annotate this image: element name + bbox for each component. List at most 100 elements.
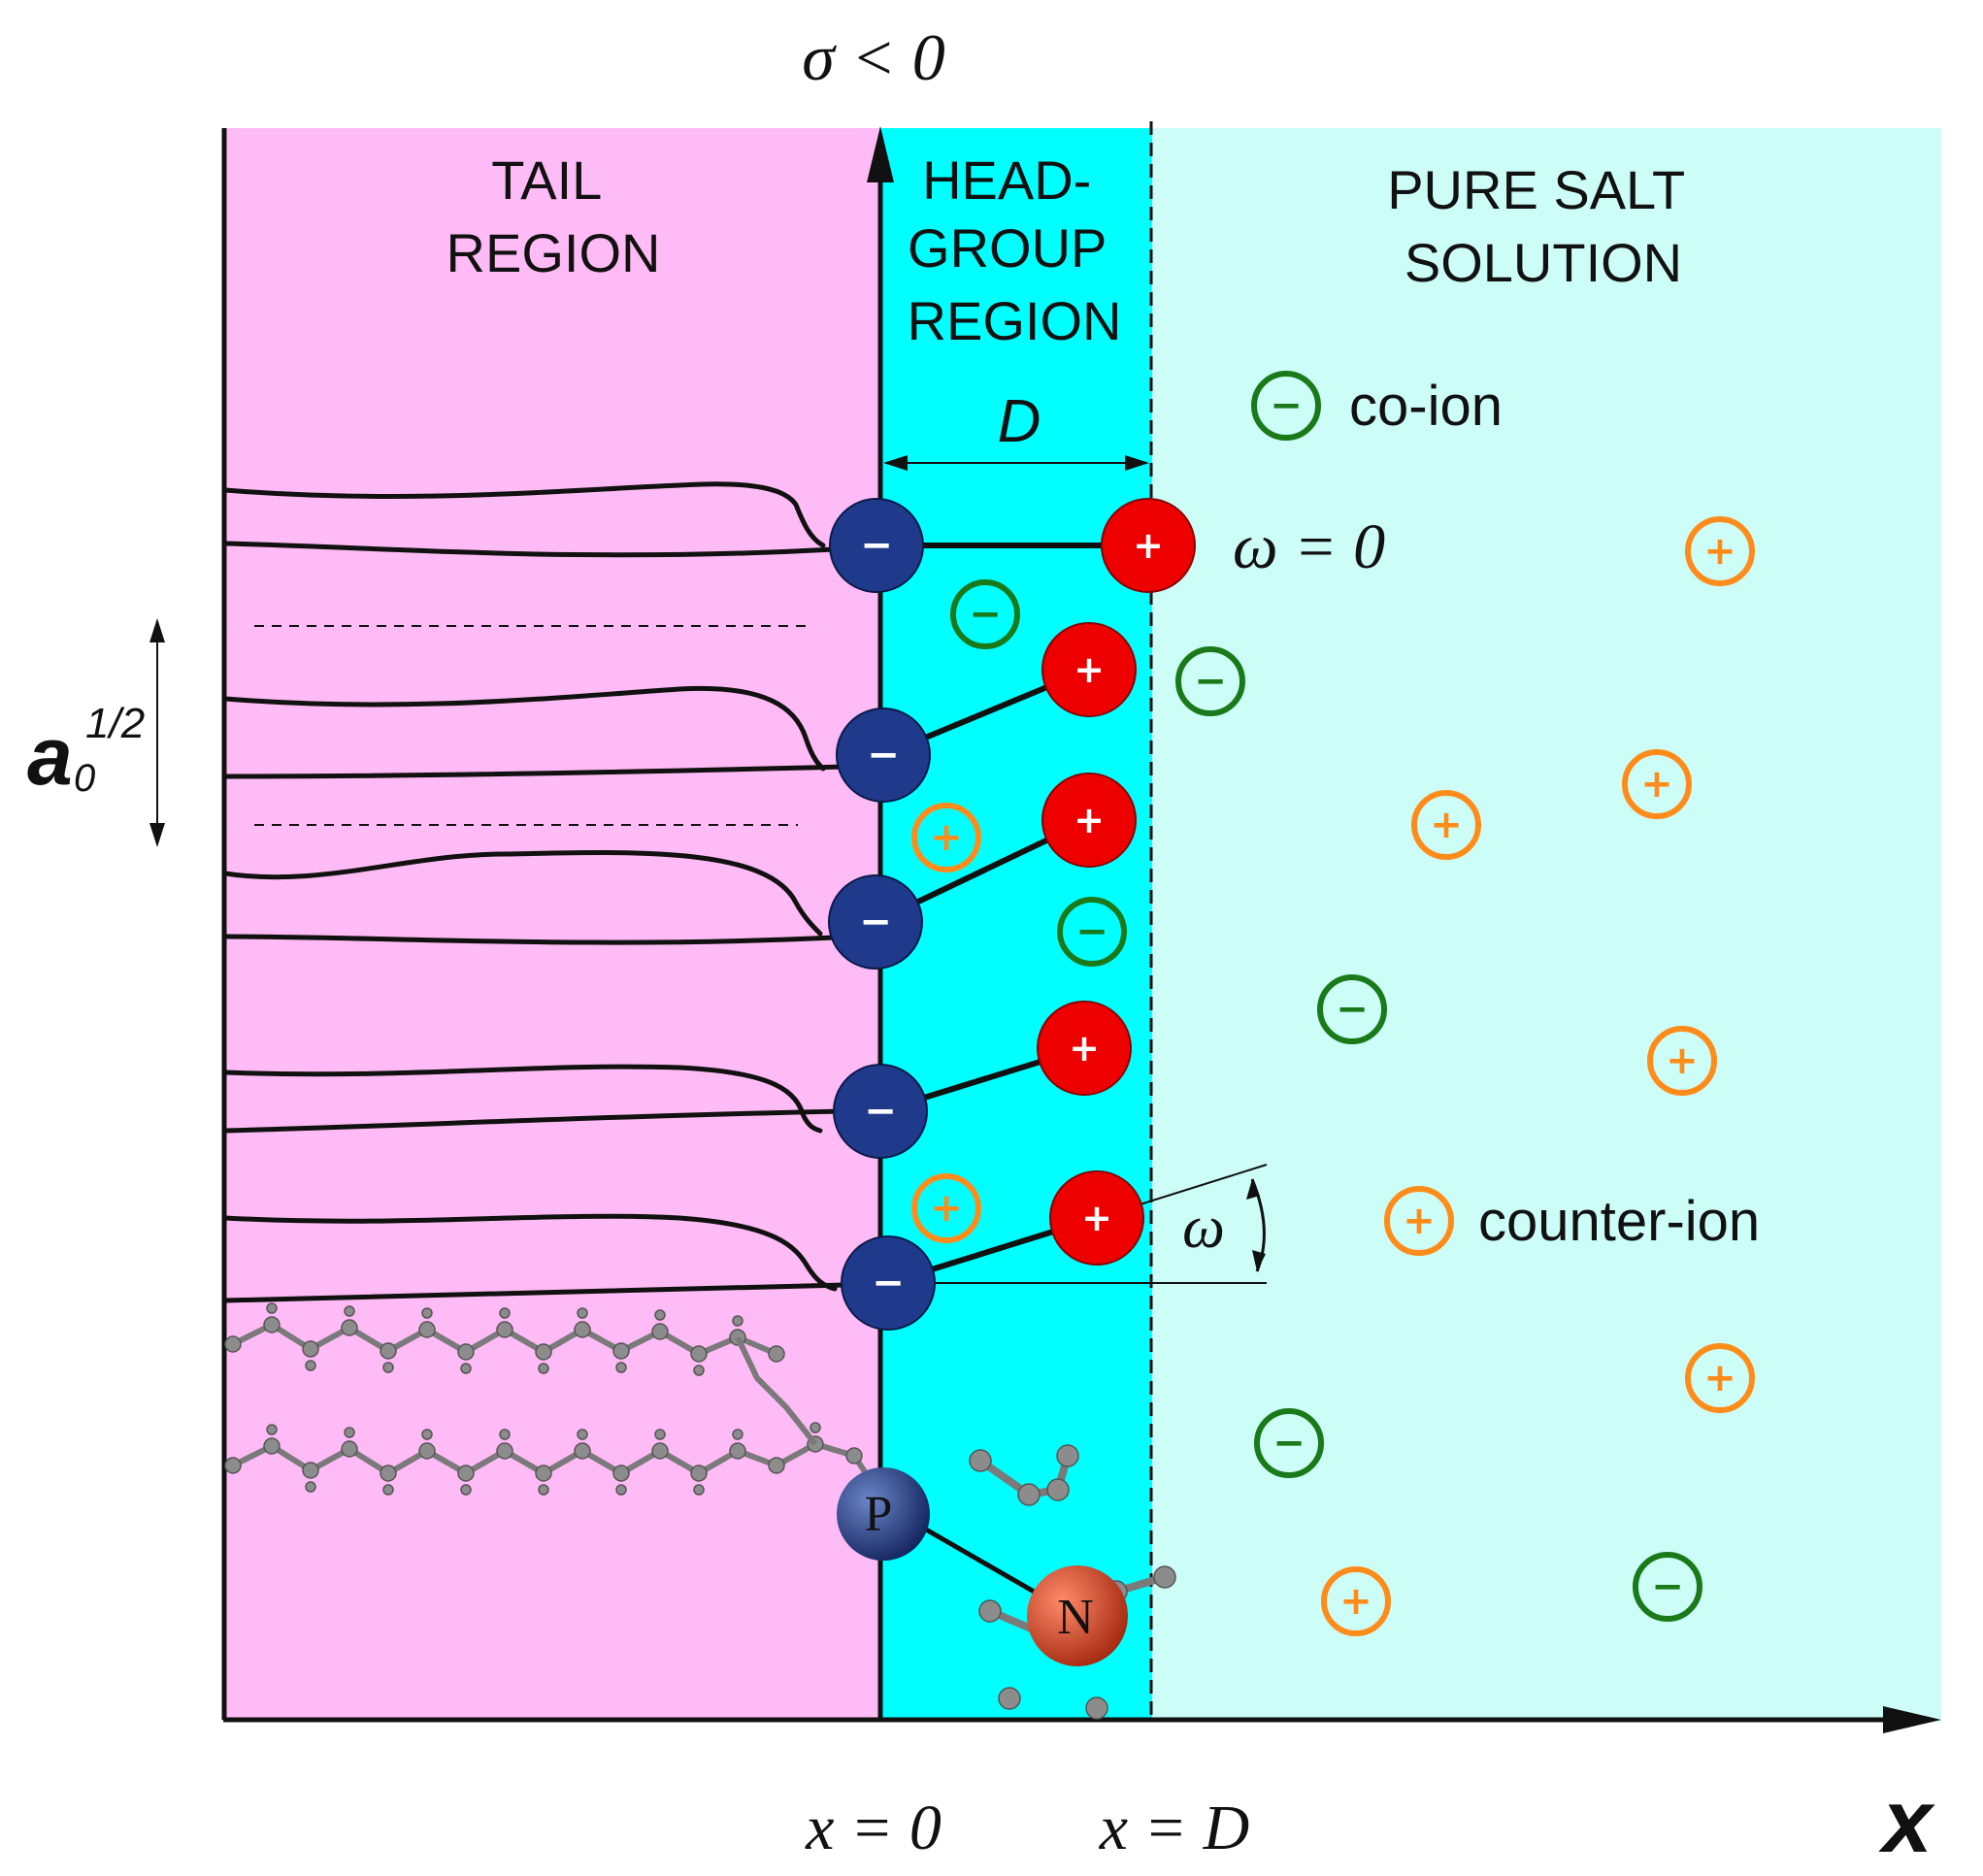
lipid-5-tail-lower xyxy=(222,1282,847,1303)
svg-text:−: − xyxy=(1194,659,1227,704)
tail-region xyxy=(223,128,880,1722)
coion-6: − xyxy=(1633,1552,1702,1622)
svg-text:−: − xyxy=(859,900,892,944)
svg-text:−: − xyxy=(969,592,1002,637)
x-axis-label: x xyxy=(1877,1772,1935,1871)
molecule-chain-2-atoms xyxy=(224,1422,863,1496)
svg-text:+: + xyxy=(1666,1038,1699,1083)
lipid-1-tail-lower xyxy=(222,541,838,558)
svg-text:+: + xyxy=(1339,1579,1372,1624)
svg-text:+: + xyxy=(1403,1199,1436,1243)
phosphorus-atom: P xyxy=(837,1467,930,1561)
counterion-7: + xyxy=(1685,1343,1755,1413)
svg-text:+: + xyxy=(1703,529,1736,574)
molecule-glycerol-link xyxy=(735,1335,818,1446)
lipid-3-tail-lower xyxy=(222,934,838,945)
cation-head-4: + xyxy=(1037,1001,1132,1096)
area-per-lipid-label: a xyxy=(27,710,73,802)
cation-head-2: + xyxy=(1041,622,1137,717)
counterion-6: + xyxy=(911,1173,981,1243)
svg-text:−: − xyxy=(872,1261,905,1305)
svg-text:+: + xyxy=(1069,1027,1100,1070)
area-per-lipid-superscript: 1/2 xyxy=(85,700,145,747)
coion-4: − xyxy=(1317,974,1387,1044)
svg-text:+: + xyxy=(930,815,963,860)
lipid-2-tail-lower xyxy=(222,764,847,779)
omega-label: ω xyxy=(1182,1195,1225,1261)
area-arrow-top xyxy=(149,618,165,642)
svg-text:−: − xyxy=(1336,987,1369,1032)
lipid-tails xyxy=(222,481,847,1303)
omega-arc-arrow-bottom xyxy=(1252,1250,1266,1271)
coion-legend-symbol: − xyxy=(1251,371,1321,441)
up-arrow-icon xyxy=(867,126,894,182)
lipid-4-tail-lower xyxy=(222,1108,847,1134)
tail-region-label: TAIL REGION xyxy=(446,149,661,283)
molecule-chain-1-atoms xyxy=(224,1302,785,1376)
svg-text:+: + xyxy=(1074,648,1105,691)
coion-5: − xyxy=(1254,1408,1324,1478)
lipid-4-tail-upper xyxy=(222,1064,823,1134)
headgroup-region xyxy=(880,128,1152,1722)
coions: − − − − − − − xyxy=(950,371,1702,1622)
svg-text:−: − xyxy=(1651,1564,1684,1609)
counterion-1: + xyxy=(1685,516,1755,586)
thickness-arrow-right xyxy=(1125,455,1149,471)
headgroup-region-label: HEAD- GROUP REGION xyxy=(908,149,1122,351)
lipid-3-tail-upper xyxy=(222,850,823,937)
counterions: + + + + + + + + + xyxy=(911,516,1755,1636)
lipid-1-tail-upper xyxy=(222,481,826,548)
coion-3: − xyxy=(1057,897,1127,967)
coion-legend-label: co-ion xyxy=(1349,375,1503,438)
phosphate-anions: − − − − − xyxy=(828,498,936,1331)
svg-text:+: + xyxy=(1074,799,1105,841)
svg-text:−: − xyxy=(1272,1421,1305,1465)
cation-head-1: + xyxy=(1101,498,1196,593)
svg-text:+: + xyxy=(1133,524,1164,567)
counterion-5: + xyxy=(1647,1026,1717,1096)
solution-region xyxy=(1152,128,1941,1722)
omega-zero-label: ω = 0 xyxy=(1233,511,1385,582)
cation-head-3: + xyxy=(1041,773,1137,868)
anion-head-5: − xyxy=(841,1235,936,1331)
svg-text:−: − xyxy=(1270,383,1303,428)
anion-head-3: − xyxy=(828,874,923,970)
lipid-5-tail-upper xyxy=(222,1213,838,1292)
surface-charge-title: σ < 0 xyxy=(802,20,944,94)
anion-head-2: − xyxy=(836,708,931,803)
thickness-label: D xyxy=(998,388,1041,455)
cation-head-5: + xyxy=(1049,1170,1144,1266)
x-zero-label: x = 0 xyxy=(805,1793,942,1863)
svg-text:−: − xyxy=(1075,909,1108,954)
area-per-lipid-subscript: 0 xyxy=(74,757,95,800)
nitrogen-atom: N xyxy=(1027,1565,1128,1666)
svg-text:+: + xyxy=(1081,1197,1112,1239)
svg-text:+: + xyxy=(1640,762,1673,806)
anion-head-4: − xyxy=(833,1064,928,1159)
thickness-arrow-left xyxy=(883,455,908,471)
omega-arc-arrow-top xyxy=(1246,1179,1260,1200)
counterion-legend-label: counter-ion xyxy=(1478,1190,1760,1253)
counterion-2: + xyxy=(1622,749,1692,819)
anion-head-1: − xyxy=(829,498,924,593)
lipid-2-tail-upper xyxy=(222,685,826,772)
counterion-3: + xyxy=(1411,790,1481,860)
ball-and-stick-molecule-icon: P N xyxy=(224,1302,1176,1720)
svg-text:+: + xyxy=(1430,803,1463,847)
svg-text:−: − xyxy=(860,523,893,568)
svg-text:N: N xyxy=(1057,1590,1094,1645)
x-d-label: x = D xyxy=(1099,1793,1250,1863)
coion-1: − xyxy=(950,579,1020,649)
right-arrow-icon xyxy=(1883,1706,1941,1733)
counterion-legend-symbol: + xyxy=(1384,1186,1454,1256)
svg-text:P: P xyxy=(865,1487,893,1542)
solution-region-label: PURE SALT SOLUTION xyxy=(1387,159,1700,293)
counterion-4: + xyxy=(911,803,981,872)
counterion-8: + xyxy=(1321,1566,1391,1636)
svg-text:+: + xyxy=(930,1186,963,1231)
choline-cations: + + + + + xyxy=(1037,498,1196,1266)
svg-text:−: − xyxy=(864,1089,897,1134)
molecule-headgroup-bonds xyxy=(977,1454,1072,1499)
area-arrow-bottom xyxy=(149,823,165,847)
